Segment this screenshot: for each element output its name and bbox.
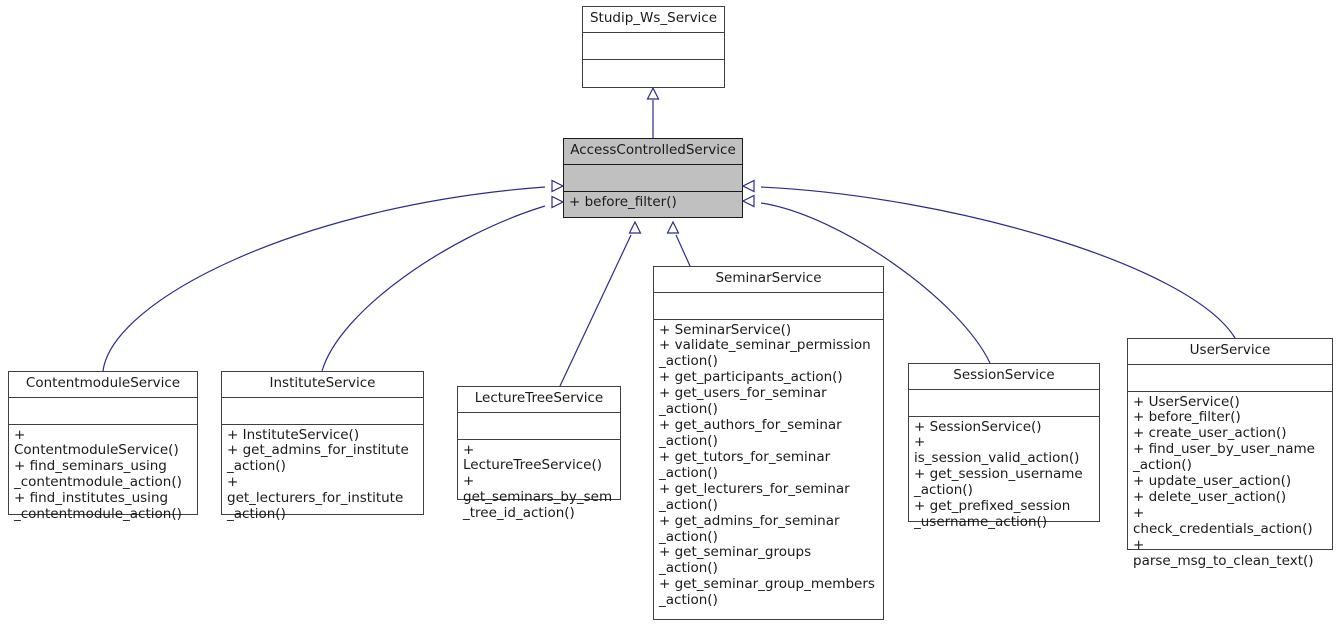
class-operations-seminar-service: + SeminarService()+ validate_seminar_per…: [654, 320, 883, 614]
edge-institute-service-to-access-controlled-service: [321, 205, 546, 372]
class-operation: + SeminarService(): [659, 321, 792, 338]
class-box-access-controlled-service[interactable]: AccessControlledService + before_filter(): [563, 138, 743, 218]
class-box-session-service[interactable]: SessionService + SessionService()+ is_ses…: [908, 363, 1100, 530]
class-name-contentmodule-service: ContentmoduleService: [9, 372, 197, 398]
class-box-studip-ws-service[interactable]: Studip_Ws_Service: [582, 6, 725, 88]
class-attributes-studip-ws-service: [583, 33, 724, 60]
class-operations-contentmodule-service: + ContentmoduleService()+ find_seminars_…: [9, 425, 197, 528]
class-attributes-access-controlled-service: [564, 165, 742, 192]
class-operation: + get_lecturers_for_seminar _action(): [659, 480, 850, 513]
class-operation: + get_seminar_groups _action(): [659, 544, 812, 577]
class-name-lecturetree-service: LectureTreeService: [458, 387, 620, 413]
class-attributes-user-service: [1128, 365, 1332, 392]
generalization-arrowhead-icon: [551, 195, 565, 209]
class-operations-institute-service: + InstituteService()+ get_admins_for_ins…: [222, 425, 423, 528]
class-box-institute-service[interactable]: InstituteService+ InstituteService()+ ge…: [221, 371, 424, 522]
class-operation: + delete_user_action(): [1133, 489, 1287, 506]
generalization-arrowhead-icon: [666, 220, 680, 234]
class-operations-session-service: + SessionService()+ is_session_valid_act…: [909, 417, 1099, 535]
class-operation: + is_session_valid_action(): [914, 434, 1080, 467]
class-operation: + get_admins_for_institute _action(): [227, 442, 409, 475]
class-operation: + SessionService(): [914, 418, 1042, 435]
class-operation: + get_participants_action(): [659, 369, 843, 386]
class-attributes-seminar-service: [654, 293, 883, 320]
class-operation: + update_user_action(): [1133, 473, 1292, 490]
class-operation: + find_user_by_user_name _action(): [1133, 441, 1315, 474]
class-name-user-service: UserService: [1128, 339, 1332, 365]
class-operation: + ContentmoduleService(): [14, 426, 179, 459]
class-operation: + get_users_for_seminar _action(): [659, 385, 827, 418]
class-attributes-lecturetree-service: [458, 413, 620, 440]
class-operation: + before_filter(): [569, 193, 677, 210]
class-operation: + get_seminars_by_sem _tree_id_action(): [463, 473, 613, 522]
class-attributes-contentmodule-service: [9, 398, 197, 425]
class-operation: + get_prefixed_session _username_action(…: [914, 498, 1071, 531]
edge-seminar-service-to-access-controlled-service: [675, 234, 691, 267]
class-operation: + get_lecturers_for_institute _action(): [227, 474, 404, 523]
class-operations-studip-ws-service: [583, 60, 724, 67]
class-operations-lecturetree-service: + LectureTreeService()+ get_seminars_by_…: [458, 440, 620, 527]
class-operations-access-controlled-service: + before_filter(): [564, 192, 742, 215]
generalization-arrowhead-icon: [551, 179, 565, 193]
class-operation: + UserService(): [1133, 393, 1240, 410]
class-operation: + get_seminar_group_members _action(): [659, 576, 875, 609]
class-box-user-service[interactable]: UserService + UserService()+ before_filte…: [1127, 338, 1333, 569]
class-operation: + get_admins_for_seminar _action(): [659, 512, 840, 545]
class-operation: + validate_seminar_permission _action(): [659, 337, 871, 370]
generalization-arrowhead-icon: [741, 194, 755, 208]
class-operation: + find_institutes_using _contentmodule_a…: [14, 490, 182, 523]
class-operation: + InstituteService(): [227, 426, 360, 443]
class-operation: + get_authors_for_seminar _action(): [659, 417, 842, 449]
generalization-arrowhead-icon: [628, 220, 642, 234]
generalization-arrowhead-icon: [646, 86, 660, 100]
class-operation: + create_user_action(): [1133, 425, 1287, 442]
class-name-institute-service: InstituteService: [222, 372, 423, 398]
class-box-lecturetree-service[interactable]: LectureTreeService + LectureTreeService()…: [457, 386, 621, 521]
class-attributes-institute-service: [222, 398, 423, 425]
class-operation: + before_filter(): [1133, 409, 1241, 426]
class-name-seminar-service: SeminarService: [654, 267, 883, 293]
class-name-access-controlled-service: AccessControlledService: [564, 139, 742, 165]
class-attributes-session-service: [909, 390, 1099, 417]
edge-contentmodule-service-to-access-controlled-service: [102, 186, 546, 372]
class-operations-user-service: + UserService()+ before_filter()+ create…: [1128, 392, 1332, 574]
class-operation: + parse_msg_to_clean_text(): [1133, 536, 1314, 569]
edge-lecturetree-service-to-access-controlled-service: [559, 234, 632, 387]
class-box-contentmodule-service[interactable]: ContentmoduleService + ContentmoduleServi…: [8, 371, 198, 522]
class-operation: + get_tutors_for_seminar _action(): [659, 448, 831, 481]
class-box-seminar-service[interactable]: SeminarService + SeminarService()+ valida…: [653, 266, 884, 620]
generalization-arrowhead-icon: [741, 179, 755, 193]
class-operation: + check_credentials_action(): [1133, 504, 1313, 537]
class-operation: + LectureTreeService(): [463, 441, 602, 474]
class-operation: + get_session_username _action(): [914, 466, 1083, 499]
class-name-studip-ws-service: Studip_Ws_Service: [583, 7, 724, 33]
class-name-session-service: SessionService: [909, 364, 1099, 390]
class-operation: + find_seminars_using _contentmodule_act…: [14, 458, 182, 491]
